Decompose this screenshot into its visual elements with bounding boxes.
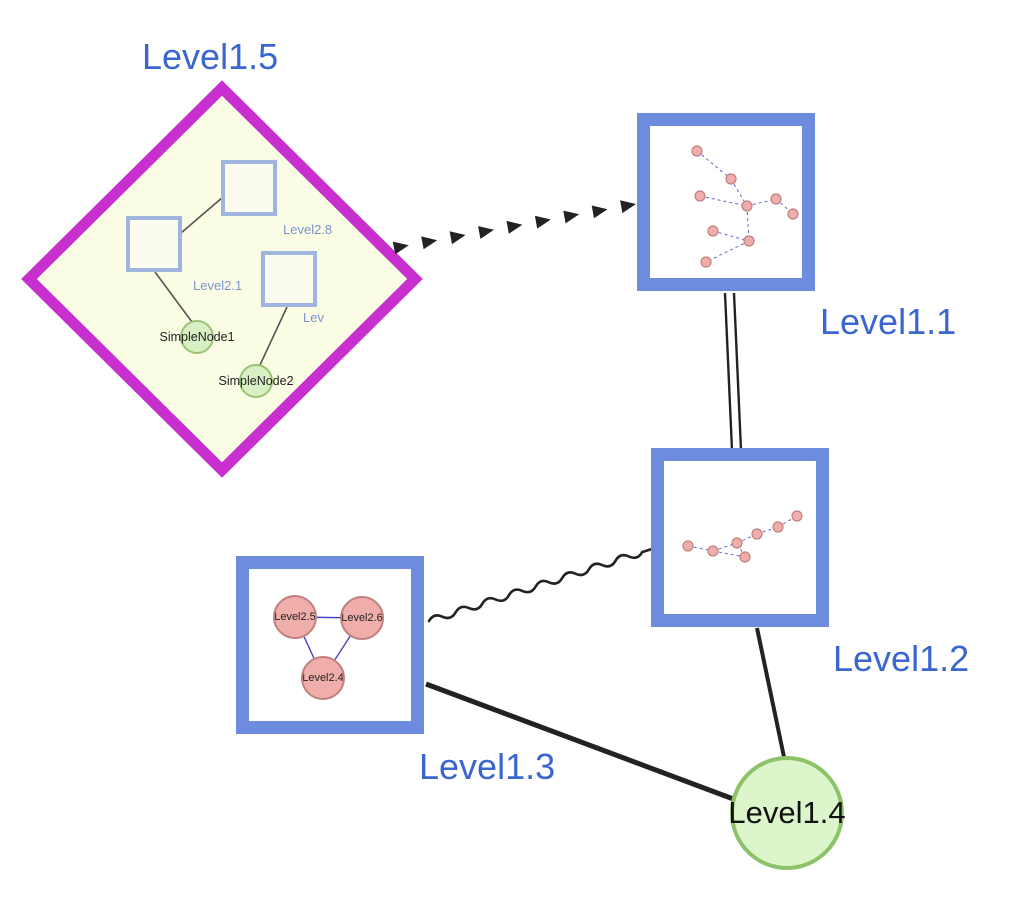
subgraph-node[interactable]: [682, 540, 694, 552]
edge-level1-1-to-level1-2[interactable]: [723, 292, 743, 451]
label-level1-4: Level1.4: [728, 795, 846, 830]
edge-level1-3-to-level1-4[interactable]: [425, 681, 737, 803]
edge-level2-1-to-level2-8[interactable]: [180, 196, 224, 234]
edge-level1-3-to-level1-2[interactable]: [427, 546, 657, 623]
edge-level1-2-to-level1-4[interactable]: [755, 627, 786, 758]
subgraph-node[interactable]: [741, 200, 753, 212]
subgraph-edge[interactable]: [699, 195, 748, 207]
node-level2-6[interactable]: Level2.6: [340, 596, 384, 640]
subgraph-node[interactable]: [743, 235, 755, 247]
subgraph-node[interactable]: [772, 521, 784, 533]
label-level2-1: Level2.1: [193, 278, 243, 293]
label-level1-3: Level1.3: [419, 746, 556, 787]
subgraph-edge[interactable]: [687, 545, 714, 552]
node-lev[interactable]: [261, 251, 317, 307]
label-lev: Lev: [303, 310, 324, 325]
subgraph-edge[interactable]: [712, 542, 738, 552]
subgraph-node[interactable]: [691, 145, 703, 157]
node-level2-5[interactable]: Level2.5: [273, 595, 317, 639]
node-simplenode1[interactable]: SimpleNode1: [159, 320, 235, 354]
label-simplenode1: SimpleNode1: [159, 330, 235, 344]
group-node-level1-5[interactable]: [21, 80, 423, 478]
node-simplenode2[interactable]: SimpleNode2: [218, 364, 294, 398]
subgraph-node[interactable]: [707, 545, 719, 557]
node-level2-8[interactable]: [221, 160, 277, 216]
edge-lev-to-simplenode2[interactable]: [259, 306, 288, 366]
label-level1-2: Level1.2: [833, 638, 970, 679]
edge-level1-5-to-level1-1[interactable]: [392, 200, 636, 255]
subgraph-node[interactable]: [770, 193, 782, 205]
node-level2-1[interactable]: [126, 216, 182, 272]
node-level2-4[interactable]: Level2.4: [301, 656, 345, 700]
group-node-level1-1[interactable]: [637, 113, 815, 291]
subgraph-node[interactable]: [787, 208, 799, 220]
subgraph-node[interactable]: [700, 256, 712, 268]
subgraph-edge[interactable]: [705, 240, 750, 263]
group-node-level1-2[interactable]: [651, 448, 829, 627]
edge-level2-1-to-simplenode1[interactable]: [154, 271, 193, 323]
label-level2-8: Level2.8: [283, 222, 333, 237]
subgraph-node[interactable]: [694, 190, 706, 202]
label-level1-5: Level1.5: [142, 36, 279, 77]
subgraph-node[interactable]: [751, 528, 763, 540]
label-level1-1: Level1.1: [820, 301, 957, 342]
subgraph-node[interactable]: [725, 173, 737, 185]
node-level1-4[interactable]: Level1.4: [728, 756, 846, 870]
level1-2-subgraph: [682, 510, 803, 563]
subgraph-edge[interactable]: [696, 150, 732, 180]
subgraph-node[interactable]: [739, 551, 751, 563]
level1-1-subgraph: [691, 145, 799, 268]
subgraph-node[interactable]: [707, 225, 719, 237]
subgraph-node[interactable]: [791, 510, 803, 522]
subgraph-node[interactable]: [731, 537, 743, 549]
label-simplenode2: SimpleNode2: [218, 374, 294, 388]
subgraph-edge[interactable]: [712, 230, 750, 242]
